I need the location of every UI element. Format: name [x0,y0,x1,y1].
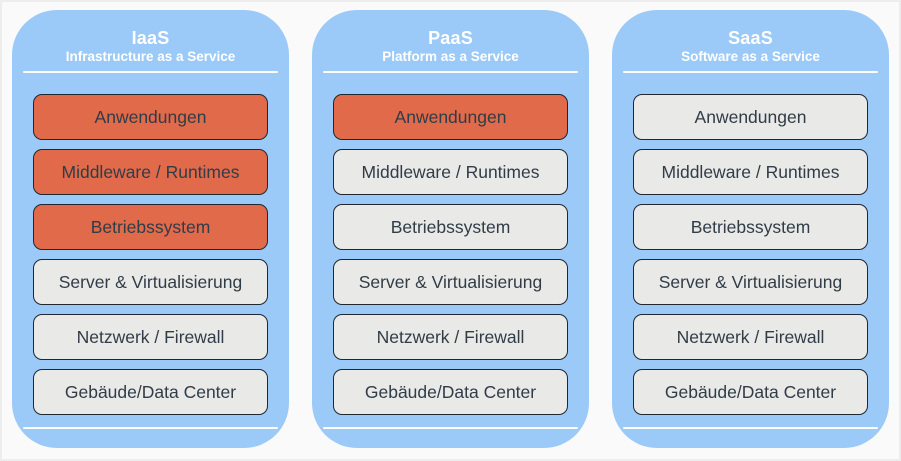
layer-netzwerk-firewall: Netzwerk / Firewall [633,314,868,360]
header-divider [623,71,878,73]
header-divider [323,71,578,73]
layer-gebaeude-data-center: Gebäude/Data Center [333,369,568,415]
layer-middleware-runtimes: Middleware / Runtimes [333,149,568,195]
panel-title: SaaS [728,28,773,48]
layer-gebaeude-data-center: Gebäude/Data Center [633,369,868,415]
panel-iaas: IaaS Infrastructure as a Service Anwendu… [12,10,289,448]
panel-subtitle: Platform as a Service [382,49,519,64]
footer-divider [323,427,578,429]
panel-header: PaaS Platform as a Service [333,27,568,65]
panel-title: IaaS [131,28,170,48]
layer-stack: Anwendungen Middleware / Runtimes Betrie… [33,94,268,415]
layer-anwendungen: Anwendungen [633,94,868,140]
layer-stack: Anwendungen Middleware / Runtimes Betrie… [333,94,568,415]
layer-betriebssystem: Betriebssystem [33,204,268,250]
layer-anwendungen: Anwendungen [333,94,568,140]
layer-server-virtualisierung: Server & Virtualisierung [333,259,568,305]
panel-paas: PaaS Platform as a Service Anwendungen M… [312,10,589,448]
panel-subtitle: Infrastructure as a Service [65,49,236,64]
footer-divider [623,427,878,429]
panel-header: SaaS Software as a Service [633,27,868,65]
layer-netzwerk-firewall: Netzwerk / Firewall [33,314,268,360]
layer-middleware-runtimes: Middleware / Runtimes [633,149,868,195]
panel-title: PaaS [428,28,473,48]
layer-server-virtualisierung: Server & Virtualisierung [33,259,268,305]
layer-betriebssystem: Betriebssystem [333,204,568,250]
layer-server-virtualisierung: Server & Virtualisierung [633,259,868,305]
header-divider [23,71,278,73]
footer-divider [23,427,278,429]
layer-anwendungen: Anwendungen [33,94,268,140]
layer-stack: Anwendungen Middleware / Runtimes Betrie… [633,94,868,415]
layer-middleware-runtimes: Middleware / Runtimes [33,149,268,195]
layer-netzwerk-firewall: Netzwerk / Firewall [333,314,568,360]
panel-subtitle: Software as a Service [681,49,820,64]
layer-gebaeude-data-center: Gebäude/Data Center [33,369,268,415]
panel-header: IaaS Infrastructure as a Service [33,27,268,65]
layer-betriebssystem: Betriebssystem [633,204,868,250]
panel-saas: SaaS Software as a Service Anwendungen M… [612,10,889,448]
